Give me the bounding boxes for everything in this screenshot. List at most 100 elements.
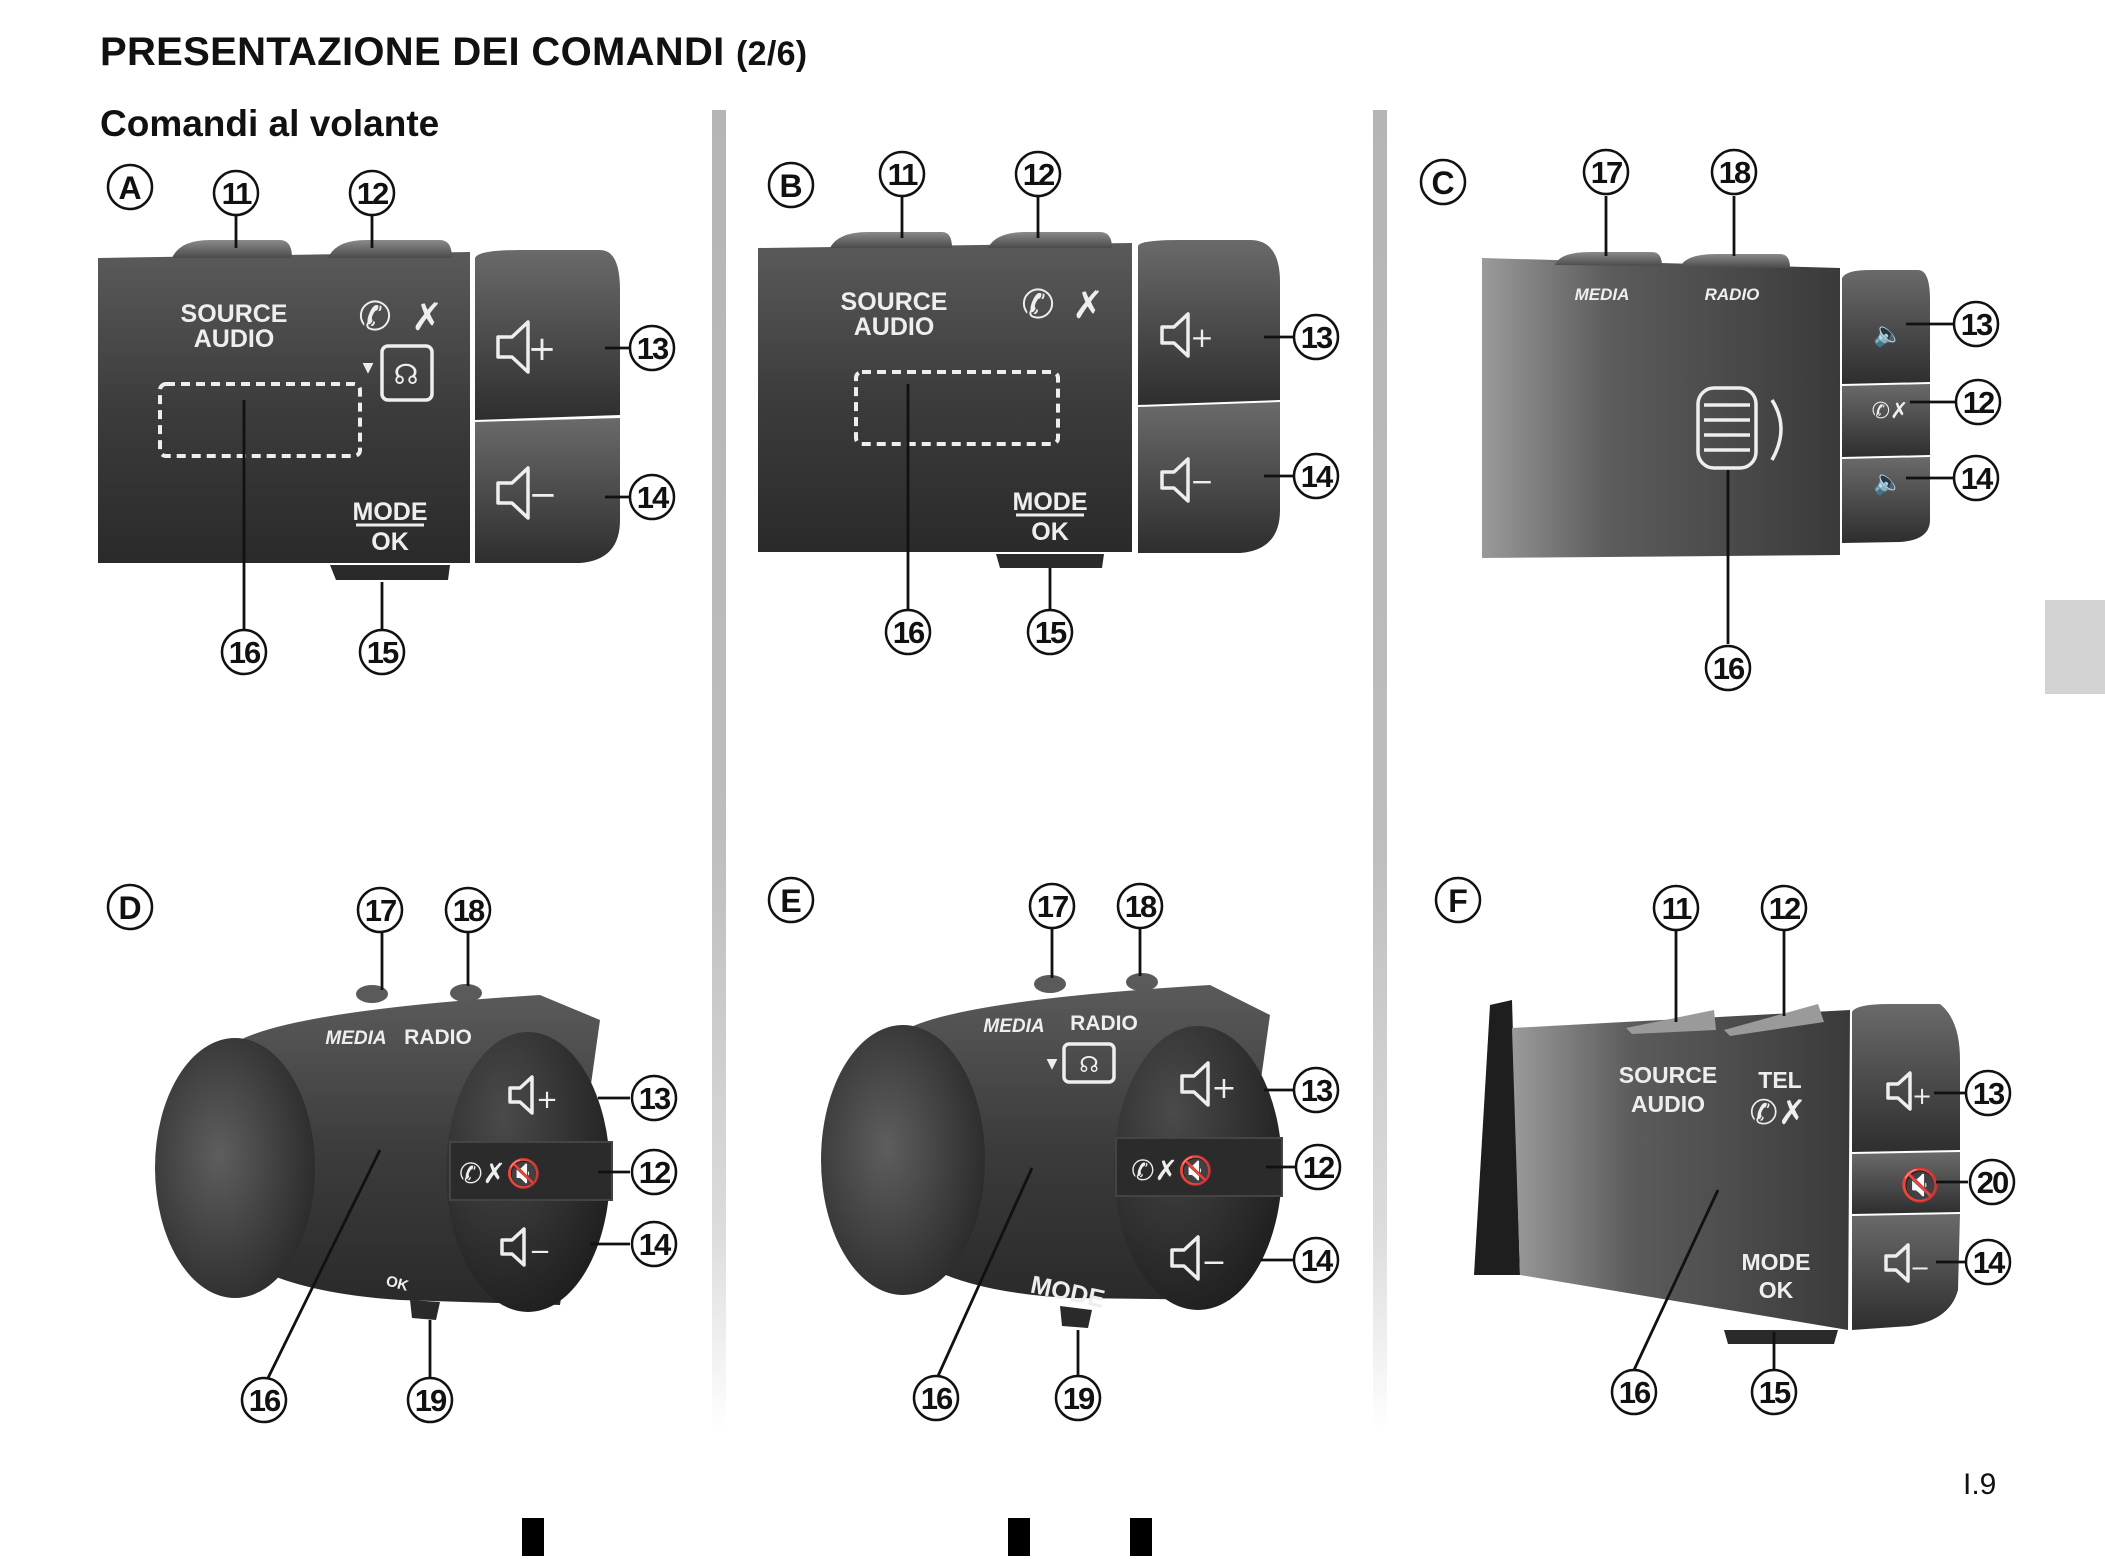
media-label: MEDIA xyxy=(983,1016,1044,1037)
callout-13: 13 xyxy=(630,326,674,370)
callout-13: 13 xyxy=(1966,1071,2010,1115)
mode-label: MODE xyxy=(1013,488,1088,516)
callout-17: 17 xyxy=(1584,150,1628,194)
svg-text:19: 19 xyxy=(415,1383,447,1418)
callout-11: 11 xyxy=(880,152,924,196)
button-12 xyxy=(328,240,452,258)
phone-hangup-icon: ✗ xyxy=(1072,283,1104,327)
svg-text:−: − xyxy=(529,1237,551,1267)
callout-11: 11 xyxy=(214,171,258,215)
button-11 xyxy=(830,232,952,248)
svg-text:11: 11 xyxy=(1662,891,1693,926)
button-12 xyxy=(988,232,1112,248)
callout-17: 17 xyxy=(1030,884,1074,928)
panel-a-label: A xyxy=(108,165,152,209)
callout-11: 11 xyxy=(1654,886,1698,930)
svg-text:12: 12 xyxy=(357,176,388,211)
svg-text:+: + xyxy=(1912,1082,1932,1110)
callout-16: 16 xyxy=(242,1378,286,1422)
svg-text:C: C xyxy=(1431,165,1454,201)
svg-text:18: 18 xyxy=(1719,155,1751,190)
svg-text:+: + xyxy=(528,329,557,369)
svg-text:14: 14 xyxy=(1961,461,1994,496)
speaker-plus-icon: 🔈 xyxy=(1873,320,1903,348)
svg-text:14: 14 xyxy=(1301,459,1334,494)
callout-16: 16 xyxy=(1612,1370,1656,1414)
ok-label: OK xyxy=(1031,518,1069,546)
svg-text:F: F xyxy=(1448,883,1468,919)
phone-handset-icon: ✆ xyxy=(358,294,392,340)
callout-13: 13 xyxy=(632,1076,676,1120)
svg-text:15: 15 xyxy=(367,635,399,670)
panel-f-label: F xyxy=(1436,878,1480,922)
source-audio-label-2: AUDIO xyxy=(1631,1091,1705,1117)
svg-text:▼: ▼ xyxy=(1047,1056,1058,1072)
svg-text:19: 19 xyxy=(1063,1381,1095,1416)
svg-text:13: 13 xyxy=(637,331,669,366)
svg-text:−: − xyxy=(1201,1245,1226,1280)
panel-d-label: D xyxy=(108,885,152,929)
callout-14: 14 xyxy=(630,475,674,519)
source-audio-label-2: AUDIO xyxy=(194,325,275,353)
svg-text:12: 12 xyxy=(1023,157,1054,192)
svg-text:11: 11 xyxy=(222,176,253,211)
svg-text:+: + xyxy=(536,1085,558,1115)
phone-answer-hangup-icon: ✆✗ xyxy=(1750,1093,1807,1133)
page-number: I.9 xyxy=(1963,1468,1996,1502)
speaker-mute-icon: 🔇 xyxy=(1900,1166,1940,1204)
phone-hangup-icon: ✗ xyxy=(411,295,443,339)
svg-text:17: 17 xyxy=(1591,155,1622,190)
callout-16: 16 xyxy=(1706,646,1750,690)
panel-f-body xyxy=(1512,1010,1850,1330)
svg-text:12: 12 xyxy=(1769,891,1800,926)
tel-label: TEL xyxy=(1758,1067,1801,1093)
radio-button xyxy=(1680,254,1790,268)
svg-text:☊: ☊ xyxy=(1079,1053,1099,1078)
source-audio-label: SOURCE xyxy=(181,300,288,328)
phone-handset-icon: ✆ xyxy=(1021,282,1055,328)
callout-19: 19 xyxy=(408,1378,452,1422)
callout-16: 16 xyxy=(914,1376,958,1420)
radio-label: RADIO xyxy=(1705,285,1760,304)
svg-text:16: 16 xyxy=(1713,651,1745,686)
svg-text:14: 14 xyxy=(1973,1245,2006,1280)
button-15 xyxy=(996,554,1104,568)
callout-14: 14 xyxy=(1294,454,1338,498)
mode-label: MODE xyxy=(1742,1249,1811,1275)
panel-d: D MEDIA RADIO OK + ✆✗🔇 − 17 18 13 12 14 … xyxy=(108,885,676,1422)
svg-text:18: 18 xyxy=(1125,889,1157,924)
radio-button xyxy=(1126,973,1158,991)
svg-text:+: + xyxy=(1190,321,1213,354)
callout-12: 12 xyxy=(1296,1145,1340,1189)
media-button xyxy=(1555,252,1662,266)
panel-e-label: E xyxy=(769,878,813,922)
panel-b-label: B xyxy=(769,163,813,207)
svg-text:+: + xyxy=(1211,1071,1236,1106)
svg-text:13: 13 xyxy=(1961,307,1993,342)
svg-text:A: A xyxy=(118,170,141,206)
speaker-minus-icon: 🔈 xyxy=(1873,468,1903,496)
panel-b: B SOURCE AUDIO ✆ ✗ MODE OK + − 11 12 13 … xyxy=(758,152,1338,654)
callout-15: 15 xyxy=(1752,1370,1796,1414)
callout-15: 15 xyxy=(1028,610,1072,654)
svg-text:B: B xyxy=(779,168,802,204)
svg-text:☊: ☊ xyxy=(394,358,419,391)
callout-14: 14 xyxy=(1966,1240,2010,1284)
svg-text:16: 16 xyxy=(893,615,925,650)
callout-18: 18 xyxy=(446,888,490,932)
svg-text:13: 13 xyxy=(1301,1073,1333,1108)
button-15 xyxy=(1724,1330,1838,1344)
print-mark-1 xyxy=(522,1518,544,1556)
svg-text:16: 16 xyxy=(229,635,261,670)
svg-text:15: 15 xyxy=(1759,1375,1791,1410)
callout-14: 14 xyxy=(632,1222,676,1266)
source-audio-label: SOURCE xyxy=(1619,1062,1717,1088)
svg-text:16: 16 xyxy=(1619,1375,1651,1410)
panel-e: E MEDIA RADIO ☊ ▼ MODE + ✆✗🔇 − 17 18 13 xyxy=(769,878,1340,1420)
callout-13: 13 xyxy=(1294,1068,1338,1112)
button-19 xyxy=(410,1300,440,1320)
svg-text:13: 13 xyxy=(639,1081,671,1116)
ok-label: OK xyxy=(371,528,409,556)
svg-text:14: 14 xyxy=(639,1227,672,1262)
